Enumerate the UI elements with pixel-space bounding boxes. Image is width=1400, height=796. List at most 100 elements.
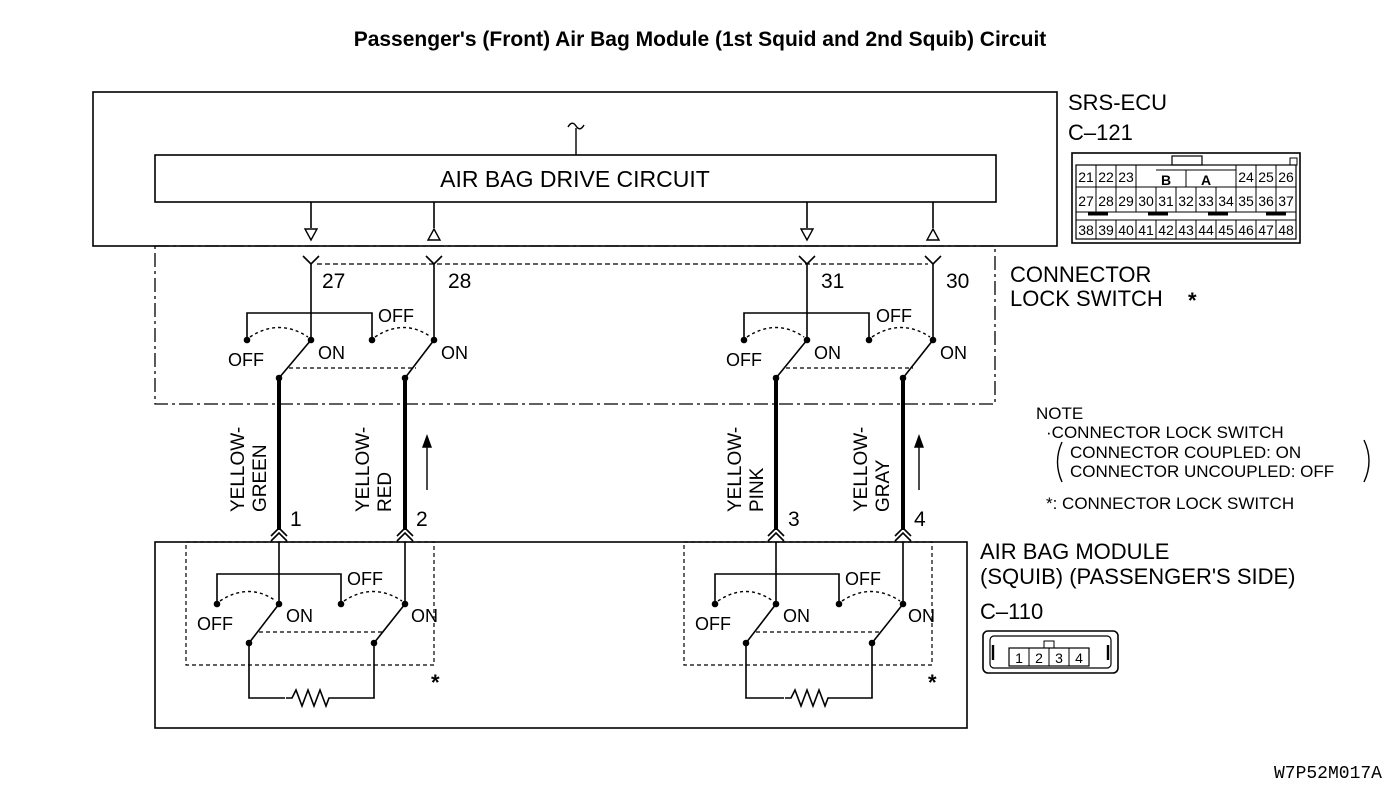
wire-label-yellow-red: YELLOW- RED: [353, 427, 396, 512]
lock-switch-star: *: [1188, 288, 1197, 313]
lock-switch-label-line2: LOCK SWITCH: [1010, 286, 1163, 311]
ecu-pin-junctions: [302, 255, 942, 282]
srs-ecu-label: SRS-ECU: [1068, 90, 1167, 115]
svg-text:4: 4: [1075, 650, 1083, 666]
svg-text:ON: ON: [318, 343, 345, 363]
current-arrow-icon: [422, 433, 924, 490]
c121-pin-label: 39: [1098, 222, 1114, 238]
svg-text:22: 22: [1098, 169, 1114, 185]
note-line1: ·CONNECTOR LOCK SWITCH: [1046, 423, 1284, 442]
svg-text:B: B: [1161, 172, 1171, 188]
svg-text:OFF: OFF: [876, 306, 912, 326]
module-pin-3: 3: [788, 508, 800, 531]
svg-text:YELLOW-: YELLOW-: [725, 427, 746, 512]
module-name-line1: AIR BAG MODULE: [980, 539, 1169, 564]
c121-pin-label: 33: [1198, 193, 1214, 209]
wire-label-yellow-green: YELLOW- GREEN: [228, 427, 271, 512]
svg-text:2: 2: [1035, 650, 1043, 666]
svg-text:OFF: OFF: [378, 306, 414, 326]
svg-text:3: 3: [1055, 650, 1063, 666]
ecu-pin-31: 31: [821, 270, 844, 293]
svg-text:OFF: OFF: [845, 569, 881, 589]
c121-pin-label: 48: [1278, 222, 1294, 238]
air-bag-module-box: [154, 541, 968, 729]
svg-text:OFF: OFF: [695, 614, 731, 634]
c121-pin-label: 45: [1218, 222, 1234, 238]
connector-lock-switch-box: [154, 245, 996, 405]
lock-switch-label-line1: CONNECTOR: [1010, 262, 1151, 287]
drive-output-lines: [310, 202, 934, 228]
svg-text:ON: ON: [940, 343, 967, 363]
svg-text:OFF: OFF: [228, 350, 264, 370]
c121-pin-label: 36: [1258, 193, 1274, 209]
ecu-side-switch-pair-right: [740, 282, 937, 382]
c121-pin-label: 35: [1238, 193, 1254, 209]
power-tilde-icon: [567, 122, 585, 155]
note-block: NOTE ·CONNECTOR LOCK SWITCH CONNECTOR CO…: [1036, 404, 1370, 513]
ecu-pin-27: 27: [322, 270, 345, 293]
svg-text:YELLOW-: YELLOW-: [353, 427, 374, 512]
module-lock-switch-left: [185, 541, 435, 666]
svg-text:26: 26: [1278, 169, 1294, 185]
squib-resistor-icon: [784, 687, 834, 709]
svg-text:1: 1: [1015, 650, 1023, 666]
output-arrow-icon: [304, 228, 318, 241]
ecu-side-switch-labels: OFF ON OFF ON OFF ON OFF ON: [228, 306, 967, 370]
c121-pin-label: 47: [1258, 222, 1274, 238]
module-lock-star-left: *: [431, 670, 440, 695]
svg-text:ON: ON: [441, 343, 468, 363]
figure-code: W7P52M017A: [1274, 764, 1382, 784]
c121-connector-face: [1071, 152, 1301, 244]
c121-pin-label: 27: [1078, 193, 1094, 209]
c110-pin-labels: 1 2 3 4: [1015, 650, 1083, 666]
c121-pin-label: 32: [1178, 193, 1194, 209]
c121-pin-label: 43: [1178, 222, 1194, 238]
output-arrow-icon: [800, 228, 814, 241]
c121-pin-label: 31: [1158, 193, 1174, 209]
ecu-pin-30: 30: [946, 270, 969, 293]
svg-text:PINK: PINK: [747, 467, 768, 512]
note-line3: CONNECTOR UNCOUPLED: OFF: [1070, 462, 1334, 481]
harness-wires: [277, 378, 905, 530]
svg-text:25: 25: [1258, 169, 1274, 185]
input-arrow-icon: [427, 228, 441, 241]
module-side-switch-labels: OFF ON OFF ON OFF ON OFF ON: [197, 569, 935, 634]
wire-label-yellow-pink: YELLOW- PINK: [725, 427, 768, 512]
svg-text:GREEN: GREEN: [250, 444, 271, 512]
module-connector-id: C–110: [980, 599, 1043, 624]
c121-pin-label: 40: [1118, 222, 1134, 238]
svg-text:21: 21: [1078, 169, 1094, 185]
svg-text:ON: ON: [908, 606, 935, 626]
svg-text:24: 24: [1238, 169, 1254, 185]
air-bag-drive-circuit-box: [154, 154, 997, 203]
module-lock-star-right: *: [928, 670, 937, 695]
c121-pin-label: 42: [1158, 222, 1174, 238]
c121-pin-label: 46: [1238, 222, 1254, 238]
note-heading: NOTE: [1036, 404, 1083, 423]
svg-text:A: A: [1201, 172, 1211, 188]
wire-label-yellow-gray: YELLOW- GRAY: [851, 427, 894, 512]
svg-text:23: 23: [1118, 169, 1134, 185]
svg-text:OFF: OFF: [347, 569, 383, 589]
c121-pin-label: 38: [1078, 222, 1094, 238]
c121-pin-label: 30: [1138, 193, 1154, 209]
c121-pin-label: 28: [1098, 193, 1114, 209]
svg-text:ON: ON: [286, 606, 313, 626]
c121-pin-labels: 21 22 23 B A 24 25 26: [1078, 169, 1294, 188]
c121-pin-label: 41: [1138, 222, 1154, 238]
ecu-pin-28: 28: [448, 270, 471, 293]
c121-pin-label: 29: [1118, 193, 1134, 209]
diagram-title: Passenger's (Front) Air Bag Module (1st …: [354, 28, 1047, 51]
c110-connector-face: [982, 630, 1119, 674]
note-line2: CONNECTOR COUPLED: ON: [1070, 443, 1301, 462]
ecu-connector-id: C–121: [1068, 120, 1133, 145]
input-arrow-icon: [926, 228, 940, 241]
c121-pin-label: 37: [1278, 193, 1294, 209]
svg-text:OFF: OFF: [197, 614, 233, 634]
module-pin-1: 1: [290, 508, 302, 531]
note-footnote: *: CONNECTOR LOCK SWITCH: [1046, 494, 1294, 513]
svg-text:YELLOW-: YELLOW-: [228, 427, 249, 512]
